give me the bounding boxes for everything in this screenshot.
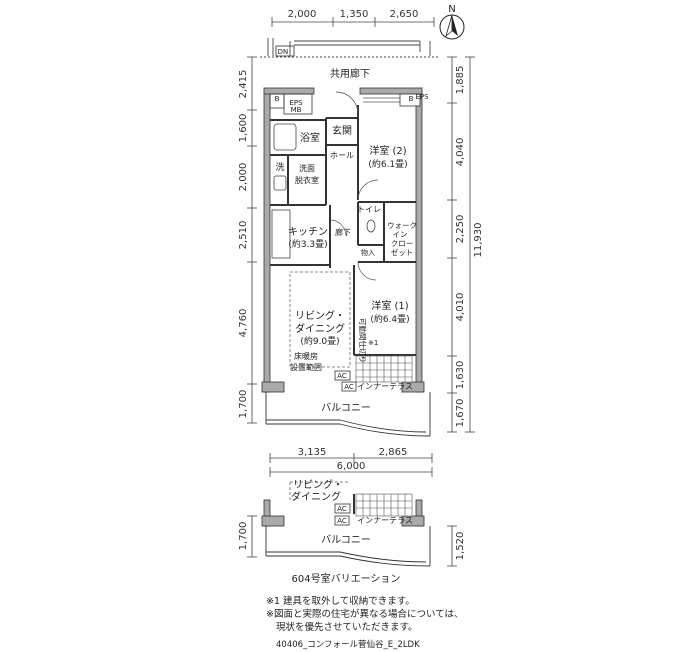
note-2: ※図面と実際の住宅が異なる場合については、 [266,609,464,620]
label-kitchen: キッチン [288,226,328,238]
kitchen-counter [271,209,291,259]
label-corridor-in: 廊下 [335,227,351,237]
inner-terrace-tiles [355,355,413,383]
label-eps2: EPS [415,93,429,101]
north-label: N [448,4,455,15]
variation-living-1: リビング・ [293,478,343,491]
variation-inner-terrace: インナーテラス [357,516,413,525]
right-dim-2: 4,040 [455,138,466,167]
right-dim-6: 1,670 [455,399,466,428]
left-dim-labels: 2,415 1,600 2,000 2,510 4,760 1,700 [238,70,249,419]
corridor-window [363,93,405,103]
top-dim-1: 2,000 [288,9,317,20]
left-dim-5: 4,760 [238,309,249,338]
corridor-area [260,38,440,58]
label-western2: 洋室 (2) [369,144,406,157]
label-note-mark: ※1 [368,339,378,347]
bottom-dim-1: 3,135 [298,447,327,458]
right-dim-total: 11,930 [473,223,484,258]
variation-living-2: ダイニング [291,490,341,503]
label-living-1: リビング・ [295,309,345,322]
left-dim-1: 2,415 [238,70,249,99]
label-hall: ホール [330,151,354,160]
door-swings [329,91,379,281]
ac-unit-2 [341,381,357,392]
label-ac2: AC [344,383,354,391]
top-dimensions [271,17,435,27]
top-dim-3: 2,650 [390,9,419,20]
label-western1-size: (約6.4畳) [370,313,409,325]
interior-walls [269,93,421,356]
variation-balcony: バルコニー [321,534,371,546]
note-1: ※1 建具を取外して収納できます。 [266,596,415,607]
label-walkin-3: クロー [391,239,414,248]
label-balcony: バルコニー [321,402,371,414]
variation-plan [247,481,457,567]
label-walkin-4: ゼット [391,247,414,257]
left-dim-6: 1,700 [238,390,249,419]
label-western1: 洋室 (1) [371,299,408,312]
label-storage: 物入 [361,248,375,257]
label-walkin-2: イン [393,230,408,239]
label-wash: 洗 [275,161,284,173]
label-floor-heat-2: 設置範囲 [290,362,322,372]
label-living-size: (約9.0畳) [300,335,339,347]
label-living-2: ダイニング [295,322,345,335]
balcony-outline [265,392,431,437]
label-movable-partition: 可動間仕切り [358,318,368,363]
variation-ac1: AC [337,505,347,513]
footer-code: 40406_コンフォール菅仙谷_E_2LDK [276,640,420,650]
variation-right-dim: 1,520 [455,532,466,561]
ac-unit-1 [334,370,351,381]
top-dim-2: 1,350 [340,9,369,20]
right-dimensions [447,56,475,433]
label-western2-size: (約6.1畳) [368,158,407,170]
right-dim-3: 2,250 [455,215,466,244]
floor-heating-area [289,271,351,368]
label-mb: MB [291,106,302,114]
label-kitchen-size: (約3.3畳) [288,238,327,250]
wash-basin [273,175,287,191]
variation-caption: 604号室バリエーション [292,572,401,585]
bottom-dimensions [269,453,433,477]
label-toilet: トイレ [357,205,381,214]
label-b2: B [409,95,414,103]
right-dim-labels: 1,885 4,040 2,250 4,010 1,630 1,670 11,9… [455,66,484,428]
north-compass: N [439,4,465,40]
right-dim-1: 1,885 [455,66,466,95]
label-walkin-1: ウォーク [387,221,417,230]
label-ac1: AC [337,372,347,380]
outer-walls [261,87,425,393]
label-wash-room-2: 脱衣室 [295,175,319,185]
label-inner-terrace: インナーテラス [357,382,413,391]
label-floor-heat-1: 床暖房 [294,351,318,361]
left-dim-3: 2,000 [238,163,249,192]
left-dim-2: 1,600 [238,114,249,143]
bottom-dim-total: 6,000 [337,461,366,472]
variation-left-dim: 1,700 [238,522,249,551]
toilet-fixture [366,219,376,233]
bathtub [273,123,297,151]
left-dim-4: 2,510 [238,221,249,250]
bottom-dim-2: 2,865 [379,447,408,458]
variation-ac2: AC [337,517,347,525]
right-dim-5: 1,630 [455,361,466,390]
label-wash-room-1: 洗面 [299,163,315,173]
label-eps1: EPS [289,99,303,107]
note-3: 現状を優先させていただきます。 [276,622,418,633]
left-dimensions [247,56,257,424]
right-dim-4: 4,010 [455,293,466,322]
label-bath: 浴室 [300,131,320,144]
dn-label: DN [278,48,289,56]
north-arrow-icon [452,15,458,36]
label-entrance: 玄関 [332,124,352,137]
label-b1: B [275,95,280,103]
corridor-label: 共用廊下 [330,67,370,80]
